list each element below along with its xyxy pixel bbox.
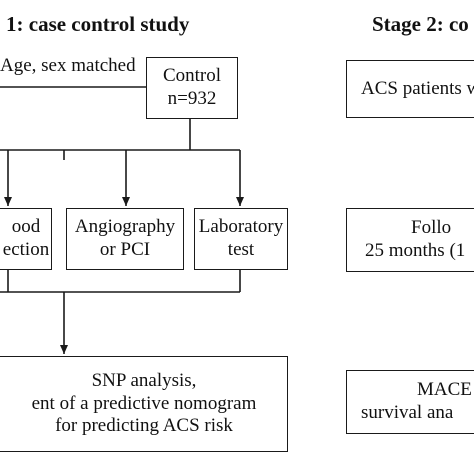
follow-up-box: Follo 25 months (1 <box>346 208 474 272</box>
laboratory-box: Laboratory test <box>194 208 288 270</box>
acs-patients-box: ACS patients w <box>346 60 474 118</box>
angio-box-line1: Angiography <box>74 216 176 238</box>
follow-box-line1: Follo <box>411 217 452 239</box>
acs-box-line1: ACS patients w <box>361 77 474 99</box>
snp-analysis-box: SNP analysis, ent of a predictive nomogr… <box>0 356 288 452</box>
stage1-title: 1: case control study <box>6 12 190 36</box>
snp-box-line2: ent of a predictive nomogram <box>31 392 257 414</box>
blood-box-line1: ood <box>11 216 41 238</box>
stage2-title: Stage 2: co <box>372 12 469 36</box>
control-box-line2: n=932 <box>167 88 217 109</box>
blood-box-line2: ection <box>2 239 50 260</box>
control-box-line1: Control <box>162 65 222 87</box>
mace-box-line1: MACE <box>417 379 472 401</box>
mace-box-line2: survival ana <box>361 402 454 423</box>
mace-box: MACE survival ana <box>346 370 474 434</box>
angiography-box: Angiography or PCI <box>66 208 184 270</box>
control-box: Control n=932 <box>146 57 238 119</box>
lab-box-line2: test <box>227 239 255 260</box>
lab-box-line1: Laboratory <box>198 216 284 238</box>
blood-collection-box: ood ection <box>0 208 52 270</box>
snp-box-line3: for predicting ACS risk <box>55 415 233 437</box>
snp-box-line1: SNP analysis, <box>91 369 197 391</box>
match-label: Age, sex matched <box>0 55 136 77</box>
follow-box-line2: 25 months (1 <box>365 240 466 261</box>
angio-box-line2: or PCI <box>99 239 151 260</box>
